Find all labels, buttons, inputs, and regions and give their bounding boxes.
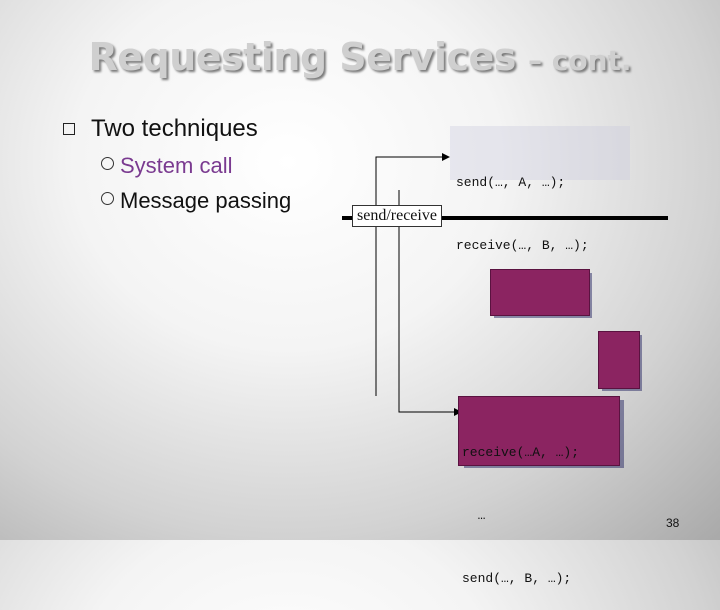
arrow-head-top xyxy=(442,153,450,161)
code-line: … xyxy=(462,508,486,523)
sub-item-label: System call xyxy=(120,153,233,178)
code-line: send(…, B, …); xyxy=(462,571,572,586)
code-top: send(…, A, …); receive(…, B, …); xyxy=(456,130,589,277)
code-box-top xyxy=(450,126,630,180)
bullet-square-icon xyxy=(63,123,75,135)
code-line: receive(…, B, …); xyxy=(456,238,589,253)
process-box-3 xyxy=(458,396,620,466)
code-line: receive(…A, …); xyxy=(462,445,580,460)
circle-bullet-icon xyxy=(101,192,114,205)
sub-item-system-call: System call xyxy=(101,153,232,179)
bullet-two-techniques: Two techniques xyxy=(91,115,258,142)
sub-item-message-passing: Message passing xyxy=(101,188,291,214)
code-bottom: receive(…A, …); … send(…, B, …); xyxy=(462,400,579,610)
title-main: Requesting Services xyxy=(88,35,516,79)
title-sub: – cont. xyxy=(528,44,632,77)
process-box-1 xyxy=(490,269,590,316)
page-number: 38 xyxy=(666,516,680,530)
slide-title: Requesting Services – cont. xyxy=(0,35,720,79)
process-box-2 xyxy=(598,331,640,389)
code-line: send(…, A, …); xyxy=(456,175,566,190)
connector-top xyxy=(375,156,442,396)
circle-bullet-icon xyxy=(101,157,114,170)
sub-item-label: Message passing xyxy=(120,188,292,213)
connector-bottom xyxy=(398,190,454,413)
send-receive-label: send/receive xyxy=(352,205,442,227)
